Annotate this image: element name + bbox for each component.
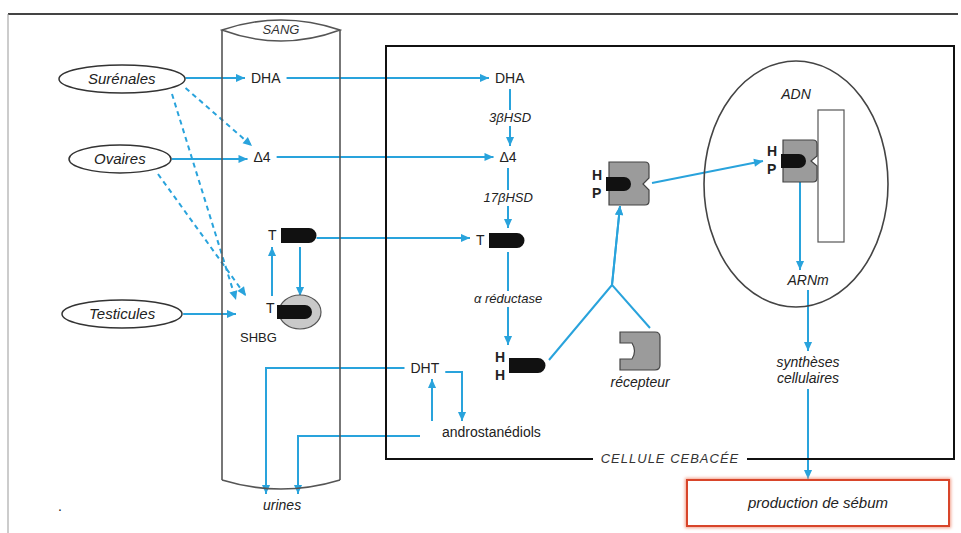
gland-name: Surénales	[88, 71, 156, 87]
arrow-connector	[266, 368, 405, 494]
oval-outline	[62, 300, 182, 328]
result-box: production de sébum	[686, 479, 950, 527]
process-label: synthèses cellulaires	[766, 354, 850, 386]
arrow-connector	[299, 247, 301, 296]
hormone-shape	[277, 305, 312, 319]
receptor-shape	[620, 332, 660, 370]
arrow-connector	[172, 158, 248, 160]
enzyme-label: 3βHSD	[486, 110, 534, 126]
complex-node: H P	[763, 138, 819, 182]
hormone-letters: H H	[495, 348, 507, 384]
blood-vessel: SANG DHA Δ4T T SHBG	[215, 8, 347, 498]
arrow-connector	[445, 372, 462, 421]
hormone-node: DHA	[245, 67, 287, 89]
excretion-node: urines	[253, 494, 311, 516]
arrow-connector	[183, 313, 236, 315]
rna-node: ARNm	[782, 270, 835, 290]
arrow-connector	[549, 206, 620, 360]
hormone-node: H H	[490, 345, 549, 387]
enzyme-label: α réductase	[471, 291, 545, 307]
vessel-outline	[339, 30, 341, 480]
hormone-shape	[606, 177, 631, 191]
arrow-connector	[158, 174, 246, 296]
hormone-name: Δ4	[254, 149, 271, 165]
stray-mark: .	[58, 498, 62, 514]
hormone-name: DHT	[411, 360, 440, 376]
excretion-label: urines	[263, 497, 301, 513]
gland-oval: Testicules	[61, 299, 183, 329]
enzyme-label: 17βHSD	[481, 190, 536, 206]
label-holder: .	[58, 498, 62, 514]
gland-oval: Ovaires	[68, 144, 172, 174]
hormone-node: Δ4	[494, 146, 523, 168]
frame-line	[8, 14, 9, 533]
gland-name: Testicules	[89, 306, 155, 322]
arrow-connector	[271, 247, 273, 296]
hormone-name: T	[268, 227, 277, 243]
vessel-title: SANG	[263, 23, 300, 37]
metabolite-node: androstanédiols	[420, 421, 547, 443]
receptor-label: récepteur	[611, 374, 670, 390]
oval-outline	[59, 65, 185, 93]
vessel-outline	[221, 30, 223, 480]
arrow-connector	[807, 389, 809, 479]
node-outline	[215, 8, 347, 498]
hormone-shape	[781, 154, 806, 168]
metabolite-name: androstanédiols	[442, 424, 541, 440]
bound-hormone: T SHBG	[236, 296, 333, 350]
gland-oval: Surénales	[58, 64, 186, 94]
arrow-connector	[186, 88, 252, 146]
hormone-shape	[489, 233, 525, 248]
arrow-connector	[186, 77, 245, 79]
complex-node: H P	[588, 160, 652, 206]
vessel-outline	[222, 480, 340, 489]
receptor-node: récepteur	[607, 328, 674, 393]
nucleus-outline	[704, 61, 888, 307]
hormone-node: T	[262, 223, 317, 247]
hormone-node: DHT	[405, 357, 446, 379]
rna-label: ARNm	[788, 272, 829, 288]
nucleus-ellipse: ADN H P ARNm	[703, 60, 889, 308]
hormone-name: DHA	[495, 70, 525, 86]
hormone-node: DHA	[489, 67, 531, 89]
vessel-outline	[222, 20, 340, 41]
result-label: production de sébum	[698, 495, 938, 511]
hormone-node: T	[470, 228, 525, 252]
arrow-connector	[287, 77, 489, 79]
arrow-connector	[799, 182, 801, 270]
edge-label-holder: 3βHSD	[486, 110, 534, 126]
hormone-name: Δ4	[500, 149, 517, 165]
oval-outline	[69, 145, 171, 173]
sebaceous-cell: CELLULE CEBACÉEDHAΔ4TH HDHTandrostanédio…	[385, 45, 955, 460]
hormone-name: DHA	[251, 70, 281, 86]
edge-label-holder: α réductase	[471, 291, 545, 307]
arrow-connector	[431, 379, 433, 421]
hormone-shape	[281, 228, 317, 243]
hormone-name: SHBG	[240, 330, 277, 346]
hormone-name: T	[476, 232, 485, 248]
arrow-connector	[612, 206, 650, 328]
hormone-name: T	[266, 300, 277, 316]
nucleus-label: ADN	[781, 86, 811, 102]
hormone-node: Δ4	[248, 146, 277, 168]
arrow-connector	[652, 161, 763, 183]
arrow-connector	[807, 290, 809, 351]
hormone-shape	[509, 358, 546, 373]
dna-strand	[818, 110, 844, 242]
complex-letters: H P	[767, 142, 779, 178]
gland-name: Ovaires	[94, 151, 146, 167]
complex-letters: H P	[592, 166, 604, 202]
frame-line	[8, 13, 958, 15]
edge-label-holder: 17βHSD	[481, 190, 536, 206]
process-node: synthèses cellulaires	[760, 351, 856, 389]
cell-title: CELLULE CEBACÉE	[593, 451, 748, 467]
